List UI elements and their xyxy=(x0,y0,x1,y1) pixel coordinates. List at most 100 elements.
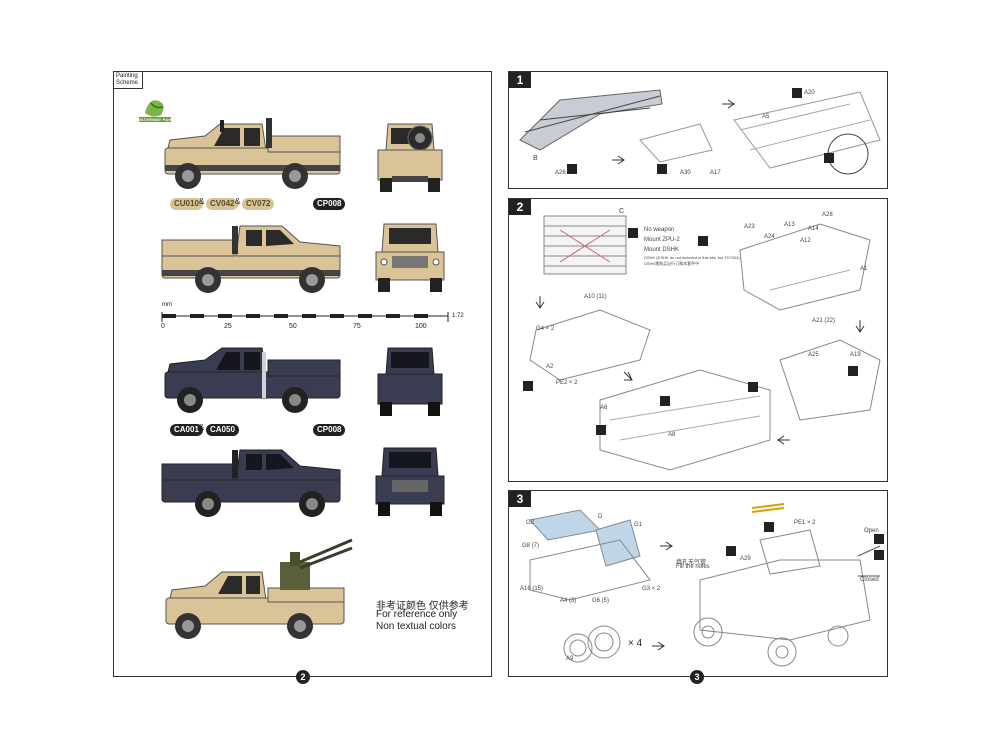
glue-icon-13 xyxy=(874,550,884,560)
step3-label-g2: G2 xyxy=(526,520,535,526)
step3-label-pe1: PE1 × 2 xyxy=(794,520,816,526)
scale-tick-0: 0 xyxy=(161,323,165,330)
glue-icon-11 xyxy=(764,522,774,532)
note-en-2: Non textual colors xyxy=(376,621,457,632)
tan-truck-rear xyxy=(377,123,443,192)
step1-label-a17: A17 xyxy=(710,170,721,176)
scale-tick-25: 25 xyxy=(224,323,232,330)
tan-truck-side-2 xyxy=(161,225,341,293)
step1-label-a30: A30 xyxy=(680,170,691,176)
brand-logo: WATERWAY PAINT xyxy=(137,93,175,127)
step1-label-b: B xyxy=(533,155,538,162)
step2-label-a21: A21 (22) xyxy=(812,318,836,324)
step2-label-a19: A19 xyxy=(850,352,861,358)
legend-note: DSHK (DSHK do not included in this kits,… xyxy=(644,255,740,260)
glue-icon-10 xyxy=(726,546,736,556)
tan-truck-front xyxy=(375,223,445,292)
step2-label-a24: A24 xyxy=(764,234,775,240)
glue-icon-8 xyxy=(748,382,758,392)
step2-label-a23: A23 xyxy=(744,224,755,230)
glue-icon-9 xyxy=(848,366,858,376)
step3-label-open: Open xyxy=(864,528,879,534)
note-en-1: For reference only xyxy=(376,609,458,620)
step-3-number: 3 xyxy=(509,491,531,507)
dark-truck-front xyxy=(375,447,445,516)
glue-icon-12 xyxy=(874,534,884,544)
fill-holes-cn: 填孔无气管 xyxy=(676,560,707,566)
step3-label-d: D xyxy=(598,514,603,520)
paint-code-2: CV042 xyxy=(206,198,239,210)
scale-tick-75: 75 xyxy=(353,323,361,330)
step3-label-a9: A9 xyxy=(566,656,574,662)
scale-unit: mm xyxy=(162,302,172,308)
scale-tick-50: 50 xyxy=(289,323,297,330)
tan-truck-side-1 xyxy=(164,118,341,189)
paint-code-dark-2: CA050 xyxy=(206,424,239,436)
glue-icon-7 xyxy=(660,396,670,406)
glue-icon-6 xyxy=(596,425,606,435)
step2-label-a25: A25 xyxy=(808,352,819,358)
step3-label-g1: G1 xyxy=(634,522,643,528)
tan-truck-with-gun xyxy=(165,538,353,639)
step3-label-closed: Closed xyxy=(860,577,879,583)
step3-label-a4: A4 (3) xyxy=(560,598,577,604)
paint-code-1: CU010 xyxy=(170,198,203,210)
legend-zpu: Mount ZPU-2 xyxy=(644,237,680,243)
step2-label-a6: A6 xyxy=(600,405,608,411)
paint-and-icon-1: & xyxy=(199,197,205,206)
step3-label-a29: A29 xyxy=(740,556,751,562)
step2-option-icon xyxy=(628,228,638,238)
step2-label-a13: A13 xyxy=(784,222,795,228)
legend-dshk: Mount DSHK xyxy=(644,247,680,253)
painting-scheme-tag: Painting Scheme xyxy=(114,72,143,89)
step3-label-g8: G8 (7) xyxy=(522,543,540,549)
glue-icon-2 xyxy=(657,164,667,174)
scale-tick-100: 100 xyxy=(415,323,427,330)
legend-note-cn: DSHK需购买自行订购本套件中 xyxy=(644,261,700,266)
dark-truck-rear xyxy=(377,347,443,416)
scale-bar xyxy=(161,312,449,322)
step2-label-a14: A14 xyxy=(808,226,819,232)
step2-label-a8: A8 xyxy=(668,432,676,438)
step2-label-a12: A12 xyxy=(800,238,811,244)
brand-logo-icon xyxy=(139,100,171,122)
step2-label-a1: A1 xyxy=(860,266,868,272)
glue-icon-4 xyxy=(824,153,834,163)
paint-code-dark-1: CA001 xyxy=(170,424,203,436)
dshk-icon xyxy=(698,236,708,246)
step2-label-pe2: PE2 × 2 xyxy=(556,380,578,386)
step3-label-g3: G3 × 2 xyxy=(642,586,661,592)
paint-code-3: CV072 xyxy=(242,198,275,210)
step2-label-g4: G4 × 2 xyxy=(536,326,555,332)
step3-label-g6: G6 (5) xyxy=(592,598,610,604)
paint-and-icon-3: & xyxy=(199,423,205,432)
page-number-right: 3 xyxy=(690,670,704,684)
step2-label-c: C xyxy=(619,208,625,215)
glue-icon-1 xyxy=(567,164,577,174)
step2-label-a2: A2 xyxy=(546,364,554,370)
scheme-code-tan: CP008 xyxy=(313,198,346,210)
step2-label-a10: A10 (11) xyxy=(584,294,607,300)
step3-label-x4: × 4 xyxy=(628,638,643,649)
step3-label-a16: A16 (15) xyxy=(520,586,544,592)
fill-holes-en: Fill the holes xyxy=(676,564,710,570)
glue-icon-5 xyxy=(523,381,533,391)
step1-label-a26: A26 xyxy=(555,170,566,176)
page-number-left: 2 xyxy=(296,670,310,684)
legend-no-weapon: No weapon xyxy=(644,227,675,233)
paint-and-icon-2: & xyxy=(235,197,241,206)
scale-ratio: 1:72 xyxy=(452,313,464,319)
glue-icon-3 xyxy=(792,88,802,98)
note-cn: 非考证颜色 仅供参考 xyxy=(376,601,469,612)
scheme-code-dark: CP008 xyxy=(313,424,346,436)
step1-label-a5: A5 xyxy=(762,114,770,120)
step1-label-a20: A20 xyxy=(804,90,815,96)
dark-truck-side-2 xyxy=(161,449,341,517)
step-1-number: 1 xyxy=(509,72,531,88)
dark-truck-side-1 xyxy=(164,347,341,413)
step-2-number: 2 xyxy=(509,199,531,215)
